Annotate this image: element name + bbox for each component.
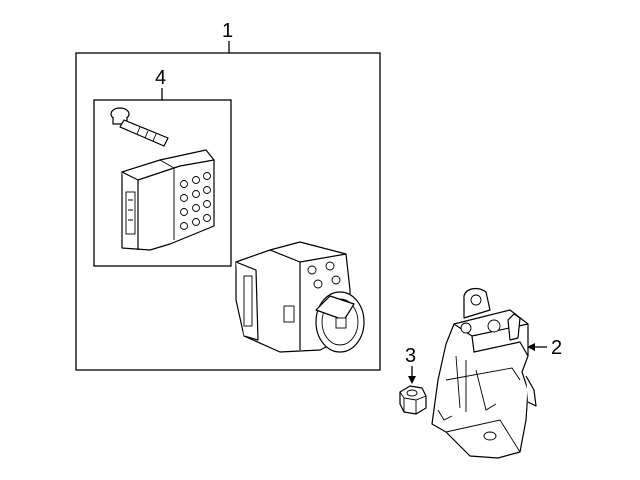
hydraulic-unit-icon bbox=[235, 241, 365, 353]
callout-4-label: 4 bbox=[155, 67, 166, 89]
assembly-outer-frame bbox=[75, 52, 381, 371]
callout-1-label: 1 bbox=[222, 20, 233, 42]
connector-pin-grid bbox=[180, 172, 211, 230]
callout-3[interactable]: 3 bbox=[405, 345, 416, 384]
callout-1[interactable]: 1 bbox=[222, 20, 233, 53]
callout-3-label: 3 bbox=[405, 345, 416, 367]
callout-2-arrowhead bbox=[527, 343, 535, 351]
mounting-bracket-icon bbox=[431, 287, 537, 459]
callout-3-arrowhead bbox=[408, 376, 416, 384]
callout-2-label: 2 bbox=[551, 337, 562, 359]
callout-4[interactable]: 4 bbox=[155, 67, 166, 100]
control-module-icon bbox=[121, 149, 215, 251]
bolt-icon bbox=[110, 107, 169, 147]
hex-nut-icon bbox=[399, 385, 427, 415]
module-inner-frame bbox=[93, 99, 232, 267]
callout-2[interactable]: 2 bbox=[527, 337, 562, 359]
